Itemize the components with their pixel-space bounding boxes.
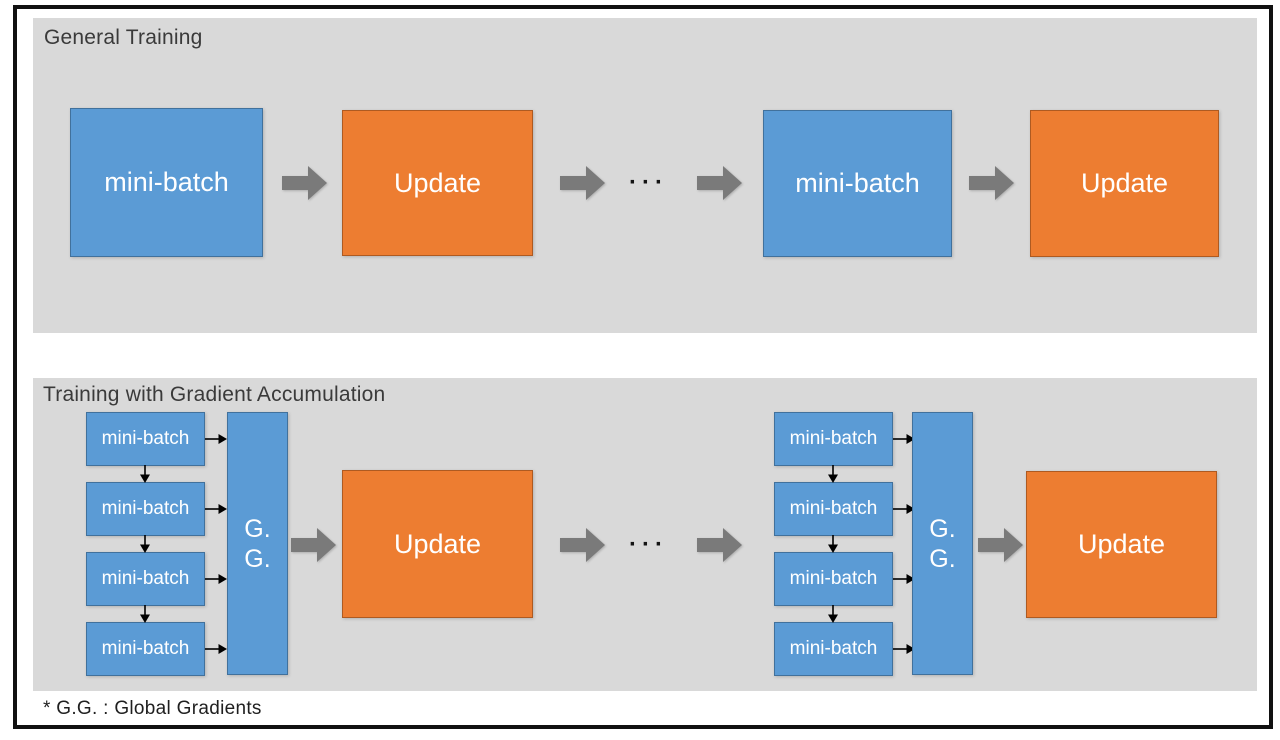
right-arrow-icon: [205, 433, 228, 445]
update-label: Update: [1080, 168, 1169, 198]
flow-arrow-icon: [969, 165, 1015, 201]
flow-arrow-icon: [697, 165, 743, 201]
down-arrow-icon: [827, 535, 839, 553]
mini-batch-label: mini-batch: [101, 568, 190, 589]
right-arrow-icon: [893, 573, 916, 585]
mini-batch-box: mini-batch: [86, 412, 205, 466]
flow-arrow-icon: [560, 527, 606, 563]
flow-arrow-icon: [291, 527, 337, 563]
mini-batch-label: mini-batch: [789, 638, 878, 659]
mini-batch-box: mini-batch: [774, 622, 893, 676]
mini-batch-label: mini-batch: [789, 428, 878, 449]
right-arrow-icon: [893, 503, 916, 515]
mini-batch-box: mini-batch: [86, 552, 205, 606]
mini-batch-label: mini-batch: [789, 568, 878, 589]
global-gradients-box: G. G.: [227, 412, 288, 675]
down-arrow-icon: [139, 605, 151, 623]
global-gradients-box: G. G.: [912, 412, 973, 675]
right-arrow-icon: [205, 503, 228, 515]
general-training-title: General Training: [44, 26, 203, 49]
update-box: Update: [342, 470, 533, 618]
mini-batch-box: mini-batch: [774, 412, 893, 466]
mini-batch-label: mini-batch: [101, 498, 190, 519]
down-arrow-icon: [827, 465, 839, 483]
gg-label-line1: G.: [929, 514, 956, 543]
update-label: Update: [393, 528, 482, 559]
panel-gradient-accumulation: Training with Gradient Accumulation mini…: [33, 378, 1257, 691]
mini-batch-label: mini-batch: [101, 428, 190, 449]
down-arrow-icon: [827, 605, 839, 623]
mini-batch-box: mini-batch: [763, 110, 952, 257]
gg-label-line1: G.: [244, 514, 271, 543]
right-arrow-icon: [893, 643, 916, 655]
update-box: Update: [1026, 471, 1217, 618]
down-arrow-icon: [139, 535, 151, 553]
panel-general-training: General Training mini-batch Update ··· m…: [33, 18, 1257, 333]
flow-arrow-icon: [282, 165, 328, 201]
mini-batch-box: mini-batch: [774, 552, 893, 606]
flow-arrow-icon: [560, 165, 606, 201]
update-label: Update: [393, 167, 482, 198]
flow-arrow-icon: [978, 527, 1024, 563]
ellipsis: ···: [629, 169, 668, 196]
mini-batch-box: mini-batch: [86, 622, 205, 676]
right-arrow-icon: [893, 433, 916, 445]
mini-batch-label: mini-batch: [104, 167, 229, 197]
gg-label-line2: G.: [929, 544, 956, 573]
mini-batch-label: mini-batch: [101, 638, 190, 659]
outer-frame: [13, 5, 1273, 729]
update-box: Update: [1030, 110, 1219, 257]
update-box: Update: [342, 110, 533, 256]
footnote-global-gradients: * G.G. : Global Gradients: [43, 698, 262, 719]
mini-batch-box: mini-batch: [86, 482, 205, 536]
mini-batch-box: mini-batch: [774, 482, 893, 536]
gradient-accumulation-title: Training with Gradient Accumulation: [43, 383, 386, 406]
mini-batch-label: mini-batch: [789, 498, 878, 519]
update-label: Update: [1077, 529, 1166, 559]
right-arrow-icon: [205, 573, 228, 585]
down-arrow-icon: [139, 465, 151, 483]
mini-batch-box: mini-batch: [70, 108, 263, 257]
gg-label-line2: G.: [244, 544, 271, 573]
right-arrow-icon: [205, 643, 228, 655]
flow-arrow-icon: [697, 527, 743, 563]
mini-batch-label: mini-batch: [795, 168, 920, 198]
ellipsis: ···: [629, 531, 668, 558]
